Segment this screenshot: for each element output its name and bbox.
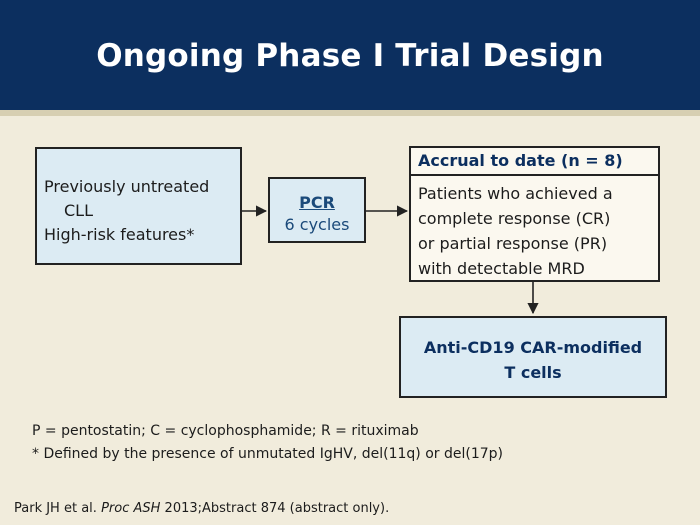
footnote-definition: * Defined by the presence of unmutated I…	[32, 446, 504, 462]
car-line-2: T cells	[504, 363, 562, 382]
citation: Park JH et al. Proc ASH 2013;Abstract 87…	[14, 501, 389, 516]
pcr-subtitle: 6 cycles	[284, 215, 350, 234]
previously-untreated-box: Previously untreated CLL High-risk featu…	[35, 147, 242, 265]
footnote-abbreviations: P = pentostatin; C = cyclophosphamide; R…	[32, 423, 419, 439]
accrual-line-3: or partial response (PR)	[418, 234, 608, 253]
pcr-box: PCR 6 cycles	[268, 177, 366, 243]
car-t-cells-box: Anti-CD19 CAR-modified T cells	[399, 316, 667, 398]
accrual-header: Accrual to date (n = 8)	[411, 148, 658, 176]
previously-line-2: CLL	[64, 201, 93, 220]
header-band	[0, 0, 700, 110]
citation-authors: Park JH et al.	[14, 501, 97, 516]
car-line-1: Anti-CD19 CAR-modified	[423, 338, 643, 357]
pcr-title: PCR	[299, 193, 335, 212]
citation-rest: 2013;Abstract 874 (abstract only).	[164, 501, 390, 516]
accrual-box: Accrual to date (n = 8) Patients who ach…	[409, 146, 660, 282]
header-accent-strip	[0, 110, 700, 116]
accrual-line-1: Patients who achieved a	[418, 184, 613, 203]
accrual-body: Patients who achieved a complete respons…	[411, 176, 658, 281]
accrual-line-2: complete response (CR)	[418, 209, 611, 228]
previously-line-1: Previously untreated	[44, 177, 210, 196]
citation-journal: Proc ASH	[101, 501, 161, 516]
accrual-line-4: with detectable MRD	[418, 259, 585, 278]
previously-line-3: High-risk features*	[44, 225, 195, 244]
slide-title: Ongoing Phase I Trial Design	[96, 38, 604, 74]
